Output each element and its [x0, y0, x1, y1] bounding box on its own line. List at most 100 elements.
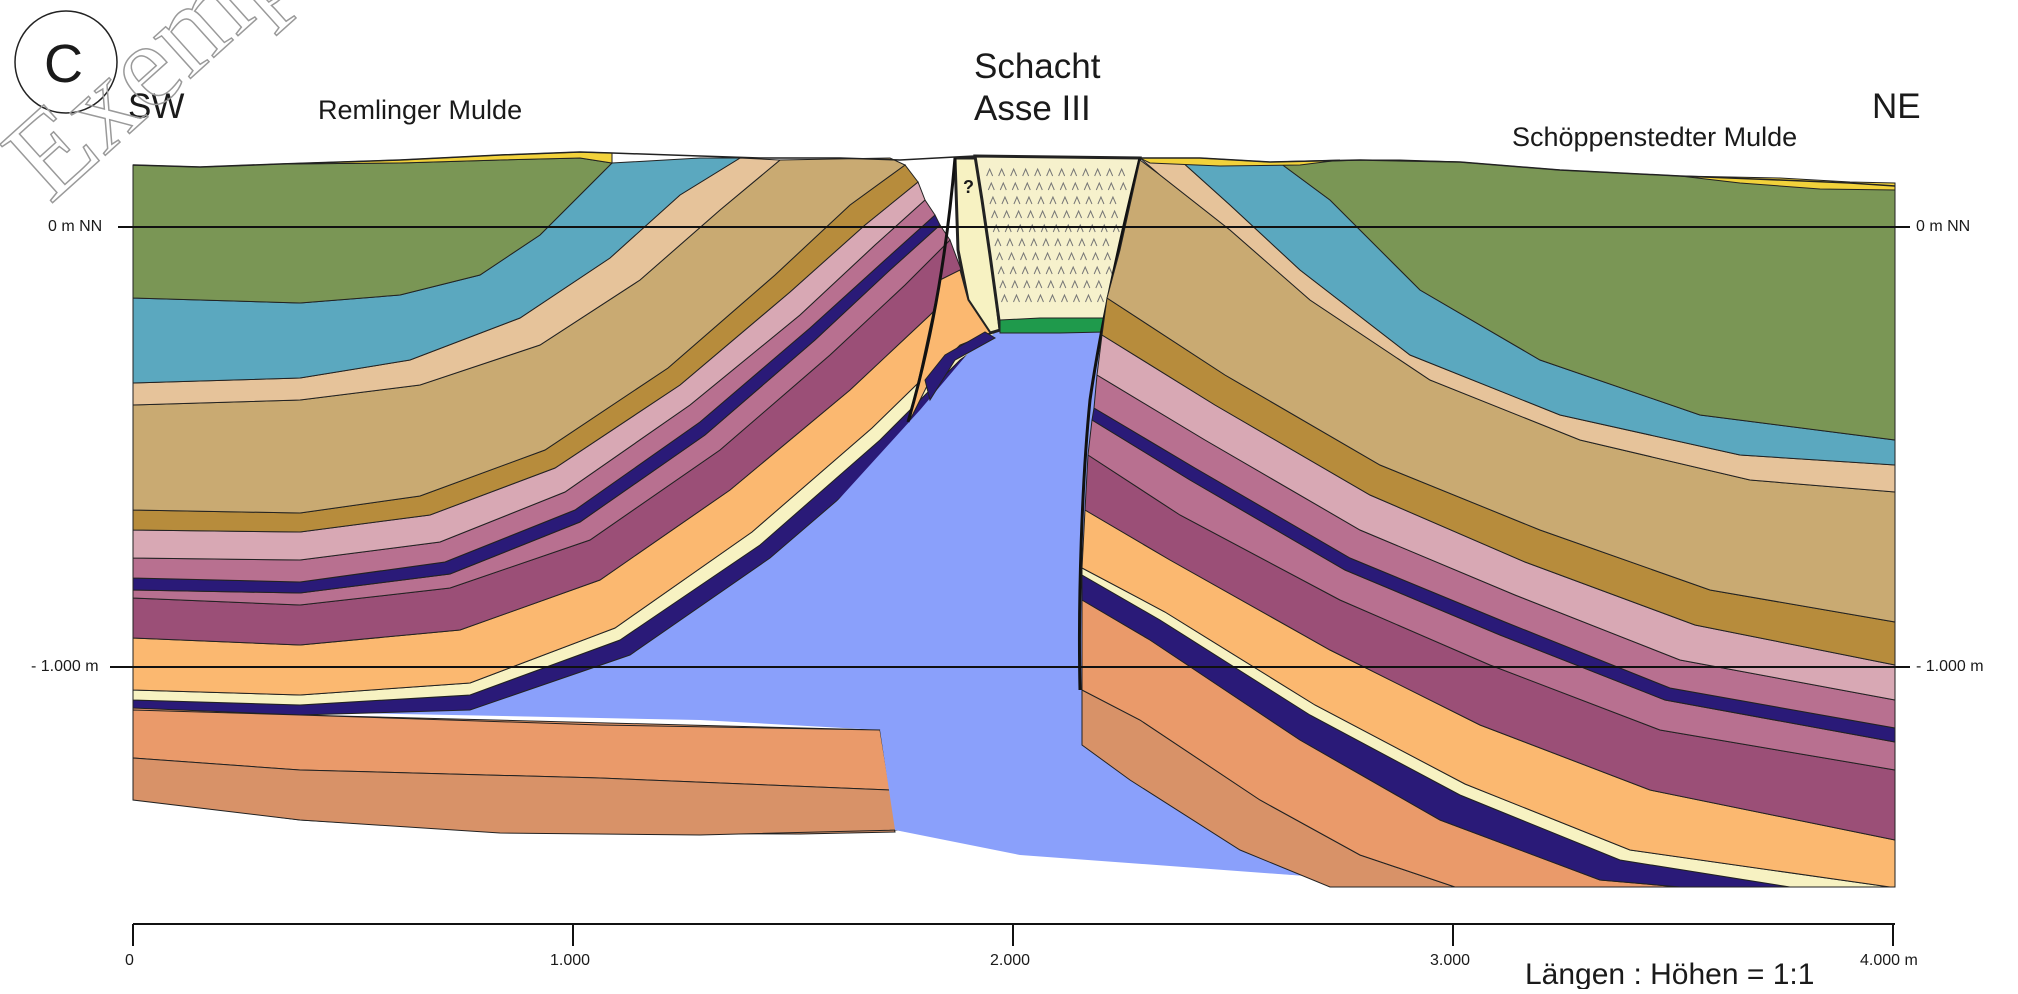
caprock-hatch-mark — [1119, 181, 1127, 191]
caprock-hatch-mark — [989, 195, 997, 205]
caprock-hatch-mark — [1057, 265, 1065, 275]
shaft-label-line2: Asse III — [974, 89, 1091, 128]
caprock-hatch-mark — [1099, 209, 1107, 219]
caprock-hatch-mark — [1025, 195, 1033, 205]
caprock-hatch-mark — [1085, 293, 1092, 303]
level-label-minus1000-left: - 1.000 m — [31, 658, 99, 675]
diapir-core: ? — [620, 154, 1440, 887]
caprock-hatch-mark — [1011, 279, 1019, 289]
caprock-hatch-mark — [1068, 251, 1075, 261]
direction-ne: NE — [1872, 87, 1921, 126]
caprock-hatch-mark — [1102, 237, 1110, 247]
caprock-hatch-mark — [997, 265, 1005, 275]
caprock-hatch-mark — [1088, 223, 1096, 233]
caprock-hatch-mark — [1082, 167, 1090, 177]
anhydrite-base — [999, 317, 1108, 334]
caprock-hatch-mark — [1010, 167, 1018, 177]
caprock-hatch-mark — [1040, 223, 1048, 233]
direction-sw: SW — [128, 87, 184, 126]
scale-ratio-note: Längen : Höhen = 1:1 — [1525, 958, 1814, 989]
caprock-hatch-mark — [1061, 195, 1069, 205]
caprock-hatch-mark — [1021, 265, 1029, 275]
caprock-hatch-mark — [1059, 279, 1067, 289]
caprock-hatch-mark — [1076, 223, 1084, 233]
caprock-hatch-mark — [1078, 237, 1086, 247]
caprock-hatch-mark — [1071, 279, 1079, 289]
caprock-hatch-mark — [1039, 209, 1047, 219]
caprock-hatch-mark — [1052, 223, 1060, 233]
fault-left — [906, 157, 957, 423]
caprock-hatch-mark — [1054, 237, 1062, 247]
caprock-hatch-mark — [1003, 209, 1011, 219]
caprock-hatch-mark — [999, 181, 1007, 191]
caprock-hatch-mark — [1080, 251, 1087, 261]
caprock-hatch-mark — [1004, 223, 1012, 233]
caprock-hatch-mark — [999, 279, 1007, 289]
caprock-hatch-mark — [1094, 167, 1102, 177]
topographic-surface — [132, 151, 1896, 187]
caprock-hatch-mark — [1056, 251, 1063, 261]
caprock-hatch-mark — [1023, 279, 1031, 289]
caprock-hatch-mark — [1013, 195, 1021, 205]
caprock-hatch-mark — [1059, 181, 1067, 191]
caprock-hatch-mark — [1111, 209, 1119, 219]
caprock-hatch-mark — [1033, 265, 1041, 275]
caprock-hatch-mark — [1112, 223, 1120, 233]
caprock-hatch-mark — [1071, 181, 1079, 191]
caprock-hatch-mark — [1104, 251, 1111, 261]
caprock-hatch-mark — [1073, 293, 1080, 303]
axis-tick-label-0: 0 — [125, 952, 134, 969]
caprock-hatch-mark — [1061, 293, 1068, 303]
basin-label-right: Schöppenstedter Mulde — [1512, 122, 1797, 152]
caprock-hatch-mark — [1093, 265, 1101, 275]
axis-tick-label-4: 4.000 m — [1860, 952, 1918, 969]
axis-tick-label-1: 1.000 — [550, 952, 590, 969]
caprock-hatch-mark — [1081, 265, 1089, 275]
caprock-hatch-mark — [1035, 181, 1043, 191]
caprock-hatch-mark — [1095, 279, 1103, 289]
caprock-hatch-mark — [1097, 195, 1105, 205]
caprock-hatch-mark — [996, 251, 1003, 261]
caprock-hatch-mark — [1034, 167, 1042, 177]
caprock-hatch-mark — [1044, 251, 1051, 261]
level-label-minus1000-right: - 1.000 m — [1916, 658, 1984, 675]
caprock-hatch-mark — [998, 167, 1006, 177]
caprock-hatch-mark — [1049, 293, 1056, 303]
caprock-hatch-mark — [1063, 209, 1071, 219]
layer-quartz-right-2 — [1679, 175, 1896, 191]
caprock-hatch-mark — [1047, 279, 1055, 289]
caprock-hatch-mark — [1032, 251, 1039, 261]
caprock-hatch-mark — [1008, 251, 1015, 261]
caprock-hatch-mark — [1058, 167, 1066, 177]
caprock-hatch-mark — [1023, 181, 1031, 191]
uncertain-mark: ? — [963, 177, 974, 197]
caprock-hatch-mark — [1006, 237, 1014, 247]
caprock-hatch-mark — [1095, 181, 1103, 191]
caprock-hatch-mark — [1020, 251, 1027, 261]
layer-tan-left — [132, 757, 899, 836]
caprock-hatch-mark — [1037, 195, 1045, 205]
caprock-hatch-mark — [1016, 223, 1024, 233]
caprock-hatch-mark — [1064, 223, 1072, 233]
caprock-hatch-mark — [987, 181, 995, 191]
caprock-hatch-mark — [1107, 181, 1115, 191]
caprock-hatch-mark — [1025, 293, 1032, 303]
caprock-hatch-mark — [1085, 195, 1093, 205]
wedge-navy-sliver — [924, 331, 997, 402]
caprock-hatch-mark — [1009, 265, 1017, 275]
caprock-hatch-mark — [1046, 167, 1054, 177]
caprock-hatch-mark — [1069, 265, 1077, 275]
salt-body-center — [620, 330, 1440, 887]
panel-label-letter: C — [44, 34, 83, 94]
caprock-hatch-mark — [1118, 167, 1126, 177]
caprock-hatch-mark — [1073, 195, 1081, 205]
panel-label-circle — [14, 10, 118, 114]
caprock-hatch-mark — [1035, 279, 1043, 289]
caprock-hatch-mark — [1027, 209, 1035, 219]
caprock-hatch-mark — [1066, 237, 1074, 247]
caprock-hatch-mark — [1097, 293, 1104, 303]
caprock-hatch-mark — [994, 237, 1002, 247]
caprock-hatch-mark — [992, 223, 1000, 233]
caprock-hatch-mark — [1028, 223, 1036, 233]
